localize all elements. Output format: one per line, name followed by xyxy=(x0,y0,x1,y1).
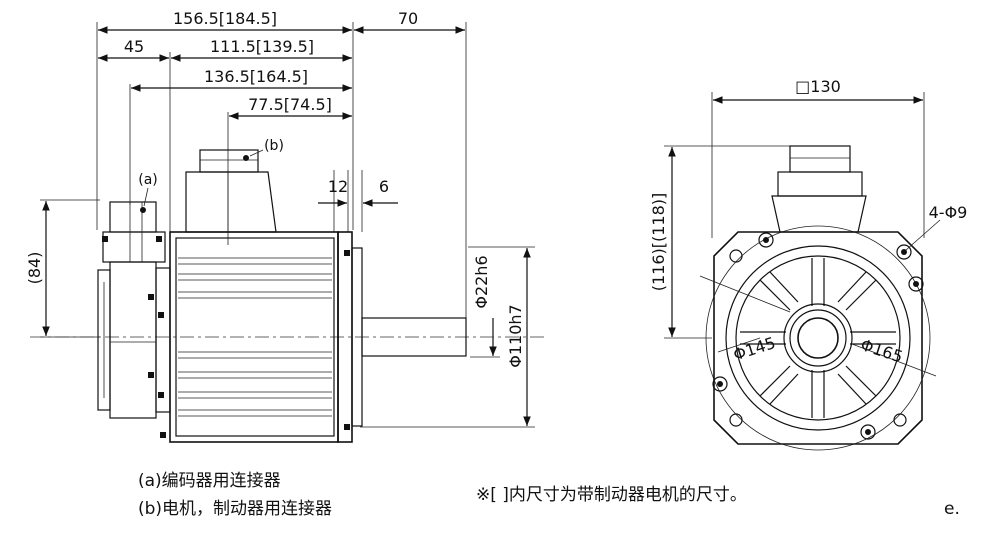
legend-b: (b)电机，制动器用连接器 xyxy=(138,499,332,519)
label-b: (b) xyxy=(264,138,284,154)
front-connector xyxy=(789,145,851,173)
dim-shaft-length: 70 xyxy=(398,9,418,28)
dim-overall: 156.5[184.5] xyxy=(173,9,277,28)
notes: (a)编码器用连接器 (b)电机，制动器用连接器 ※[ ]内尺寸为带制动器电机的… xyxy=(138,471,960,519)
cooling-fins xyxy=(178,257,332,417)
side-view: 156.5[184.5] 70 45 111.5[139.5] 136.5[16… xyxy=(25,9,545,443)
dim-holes: 4-Φ9 xyxy=(929,203,968,222)
label-a: (a) xyxy=(138,172,158,188)
dim-flange-dia: Φ165 xyxy=(858,335,905,366)
dim-front-height: (116)[(118)] xyxy=(649,193,668,292)
dim-spigot: 6 xyxy=(379,177,389,196)
corner-fragment: e. xyxy=(944,499,960,519)
dim-flange-thickness: 12 xyxy=(328,177,348,196)
encoder-housing xyxy=(109,261,157,419)
dim-connector-b-pos: 77.5[74.5] xyxy=(248,95,332,114)
legend-a: (a)编码器用连接器 xyxy=(138,471,281,491)
dim-spigot-dia: Φ110h7 xyxy=(506,304,525,367)
dim-body: 111.5[139.5] xyxy=(210,37,314,56)
dim-shaft-dia: Φ22h6 xyxy=(472,255,491,308)
front-flange xyxy=(713,231,923,445)
output-shaft xyxy=(361,317,467,357)
mounting-holes xyxy=(712,232,924,440)
power-connector-b xyxy=(199,149,259,173)
dim-to-flange: 136.5[164.5] xyxy=(204,67,308,86)
front-view: □130 (116)[(118)] 4-Φ9 Φ145 Φ165 xyxy=(649,77,968,451)
body-circle xyxy=(725,245,911,431)
hub-outer xyxy=(783,303,853,373)
dim-square: □130 xyxy=(795,77,841,96)
footnote: ※[ ]内尺寸为带制动器电机的尺寸。 xyxy=(476,485,747,505)
spokes xyxy=(740,258,896,418)
dim-encoder: 45 xyxy=(124,37,144,56)
dim-height-84: (84) xyxy=(25,252,44,285)
dim-pcd: Φ145 xyxy=(731,333,778,364)
shaft-end xyxy=(797,317,839,359)
encoder-connector-a xyxy=(102,231,166,263)
